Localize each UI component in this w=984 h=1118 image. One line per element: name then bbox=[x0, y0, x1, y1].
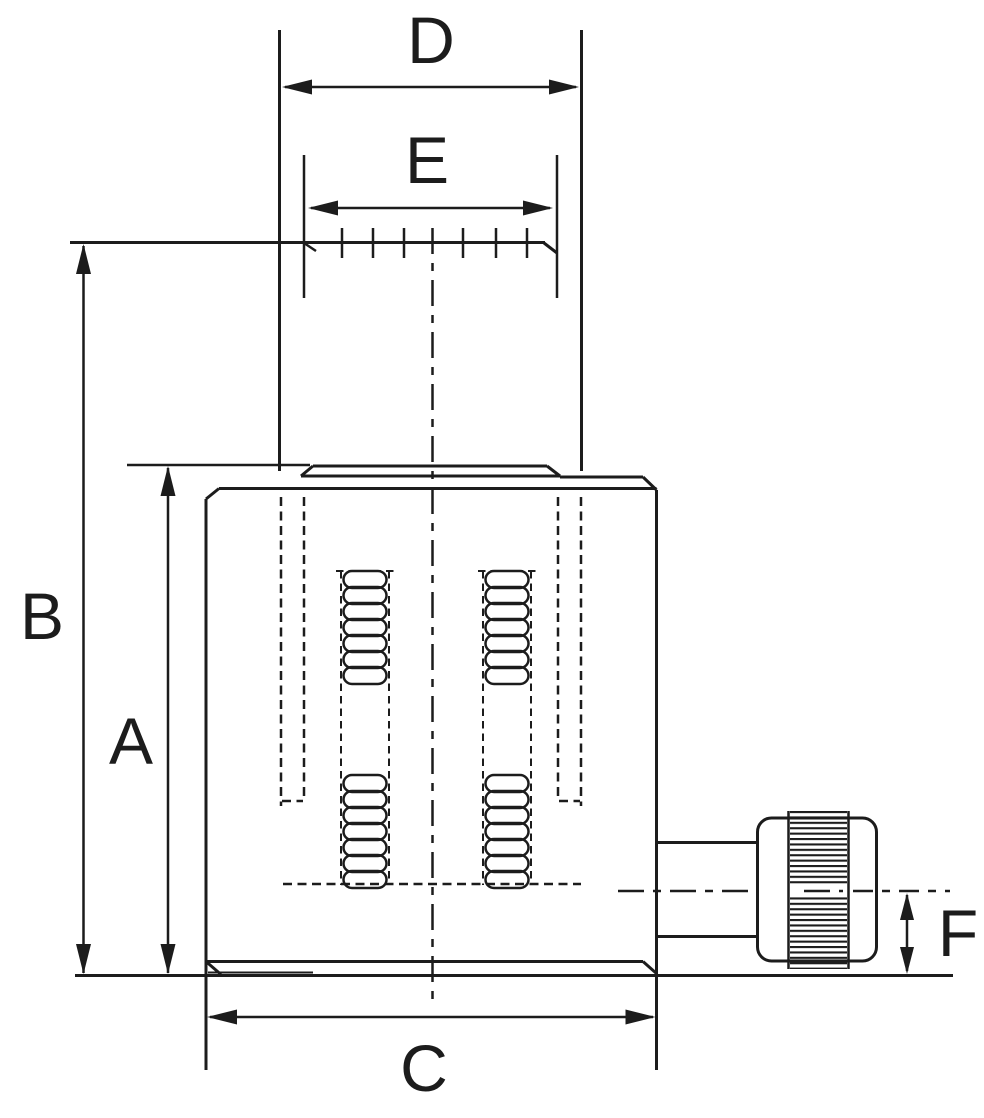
dim-a-arrow-bottom bbox=[160, 944, 176, 974]
dim-a-arrow-top bbox=[160, 466, 176, 496]
collar-left-step bbox=[300, 464, 314, 478]
dim-e-arrow-right bbox=[523, 200, 553, 216]
body-top-right-chamfer bbox=[641, 475, 658, 492]
dim-d-label: D bbox=[407, 3, 455, 77]
dim-d-arrow-right bbox=[549, 79, 579, 95]
plunger-and-saddle bbox=[70, 30, 583, 471]
dim-f-arrow-bottom bbox=[900, 947, 914, 974]
dim-d-arrow-left bbox=[282, 79, 312, 95]
spring-coils-right bbox=[484, 569, 530, 890]
port-and-coupler bbox=[656, 811, 950, 969]
dim-b-arrow-top bbox=[76, 244, 91, 274]
saddle-serration-ticks bbox=[340, 228, 529, 258]
dim-b-arrow-bottom bbox=[76, 944, 91, 974]
cylinder-body bbox=[75, 464, 953, 1070]
dim-f-arrow-top bbox=[900, 893, 914, 920]
body-bottom-right-chamfer bbox=[642, 960, 658, 975]
spring-coils-left bbox=[342, 569, 388, 890]
dimension-b: B bbox=[20, 244, 91, 974]
dim-a-label: A bbox=[109, 704, 153, 778]
dim-c-label: C bbox=[400, 1031, 448, 1105]
dim-c-arrow-right bbox=[625, 1009, 656, 1025]
dim-c-arrow-left bbox=[207, 1009, 237, 1025]
collar-right-step bbox=[546, 464, 561, 478]
return-spring-left bbox=[336, 569, 394, 890]
dim-b-label: B bbox=[20, 579, 64, 653]
body-top-left-chamfer bbox=[205, 487, 220, 501]
return-spring-right bbox=[478, 569, 536, 890]
dim-e-label: E bbox=[405, 123, 449, 197]
dim-f-label: F bbox=[938, 896, 978, 970]
dimension-c: C bbox=[207, 1009, 656, 1105]
dimension-f: F bbox=[900, 893, 978, 974]
dim-e-arrow-left bbox=[308, 200, 338, 216]
saddle-left-shoulder bbox=[303, 241, 317, 253]
dimension-d: D bbox=[282, 3, 579, 95]
dimension-a: A bbox=[109, 463, 310, 974]
dimension-e: E bbox=[308, 123, 553, 216]
saddle-right-shoulder bbox=[543, 241, 558, 255]
hidden-bore-lines bbox=[279, 497, 583, 886]
